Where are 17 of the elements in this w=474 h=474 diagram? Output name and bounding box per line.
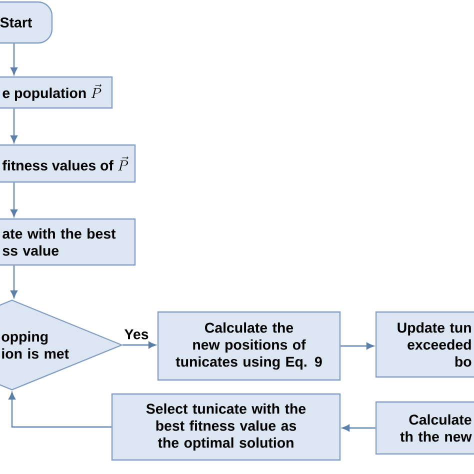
arrow <box>8 392 112 428</box>
process-box: Update tun exceeded bo <box>375 311 474 378</box>
edge-label: Yes <box>124 329 148 340</box>
process-box: Calculate the new positions of tunicates using Eq. 9 <box>157 311 341 381</box>
arrow <box>10 266 18 298</box>
process-box: fitness values of $\vec{P}$ <box>0 144 136 183</box>
arrow <box>340 342 374 350</box>
process-box: ate with the best ss value <box>0 218 136 266</box>
arrow <box>10 108 18 143</box>
arrow <box>10 44 18 75</box>
arrow <box>10 182 18 217</box>
arrow <box>342 424 376 432</box>
arrow <box>122 342 156 348</box>
process-box: Calculate th the new <box>375 401 474 455</box>
process-box: Select tunicate with the best fitness value as the optimal solution <box>111 393 341 461</box>
process-box: e population $\vec{P}$ <box>0 76 113 109</box>
terminal-box: Start <box>0 1 53 44</box>
